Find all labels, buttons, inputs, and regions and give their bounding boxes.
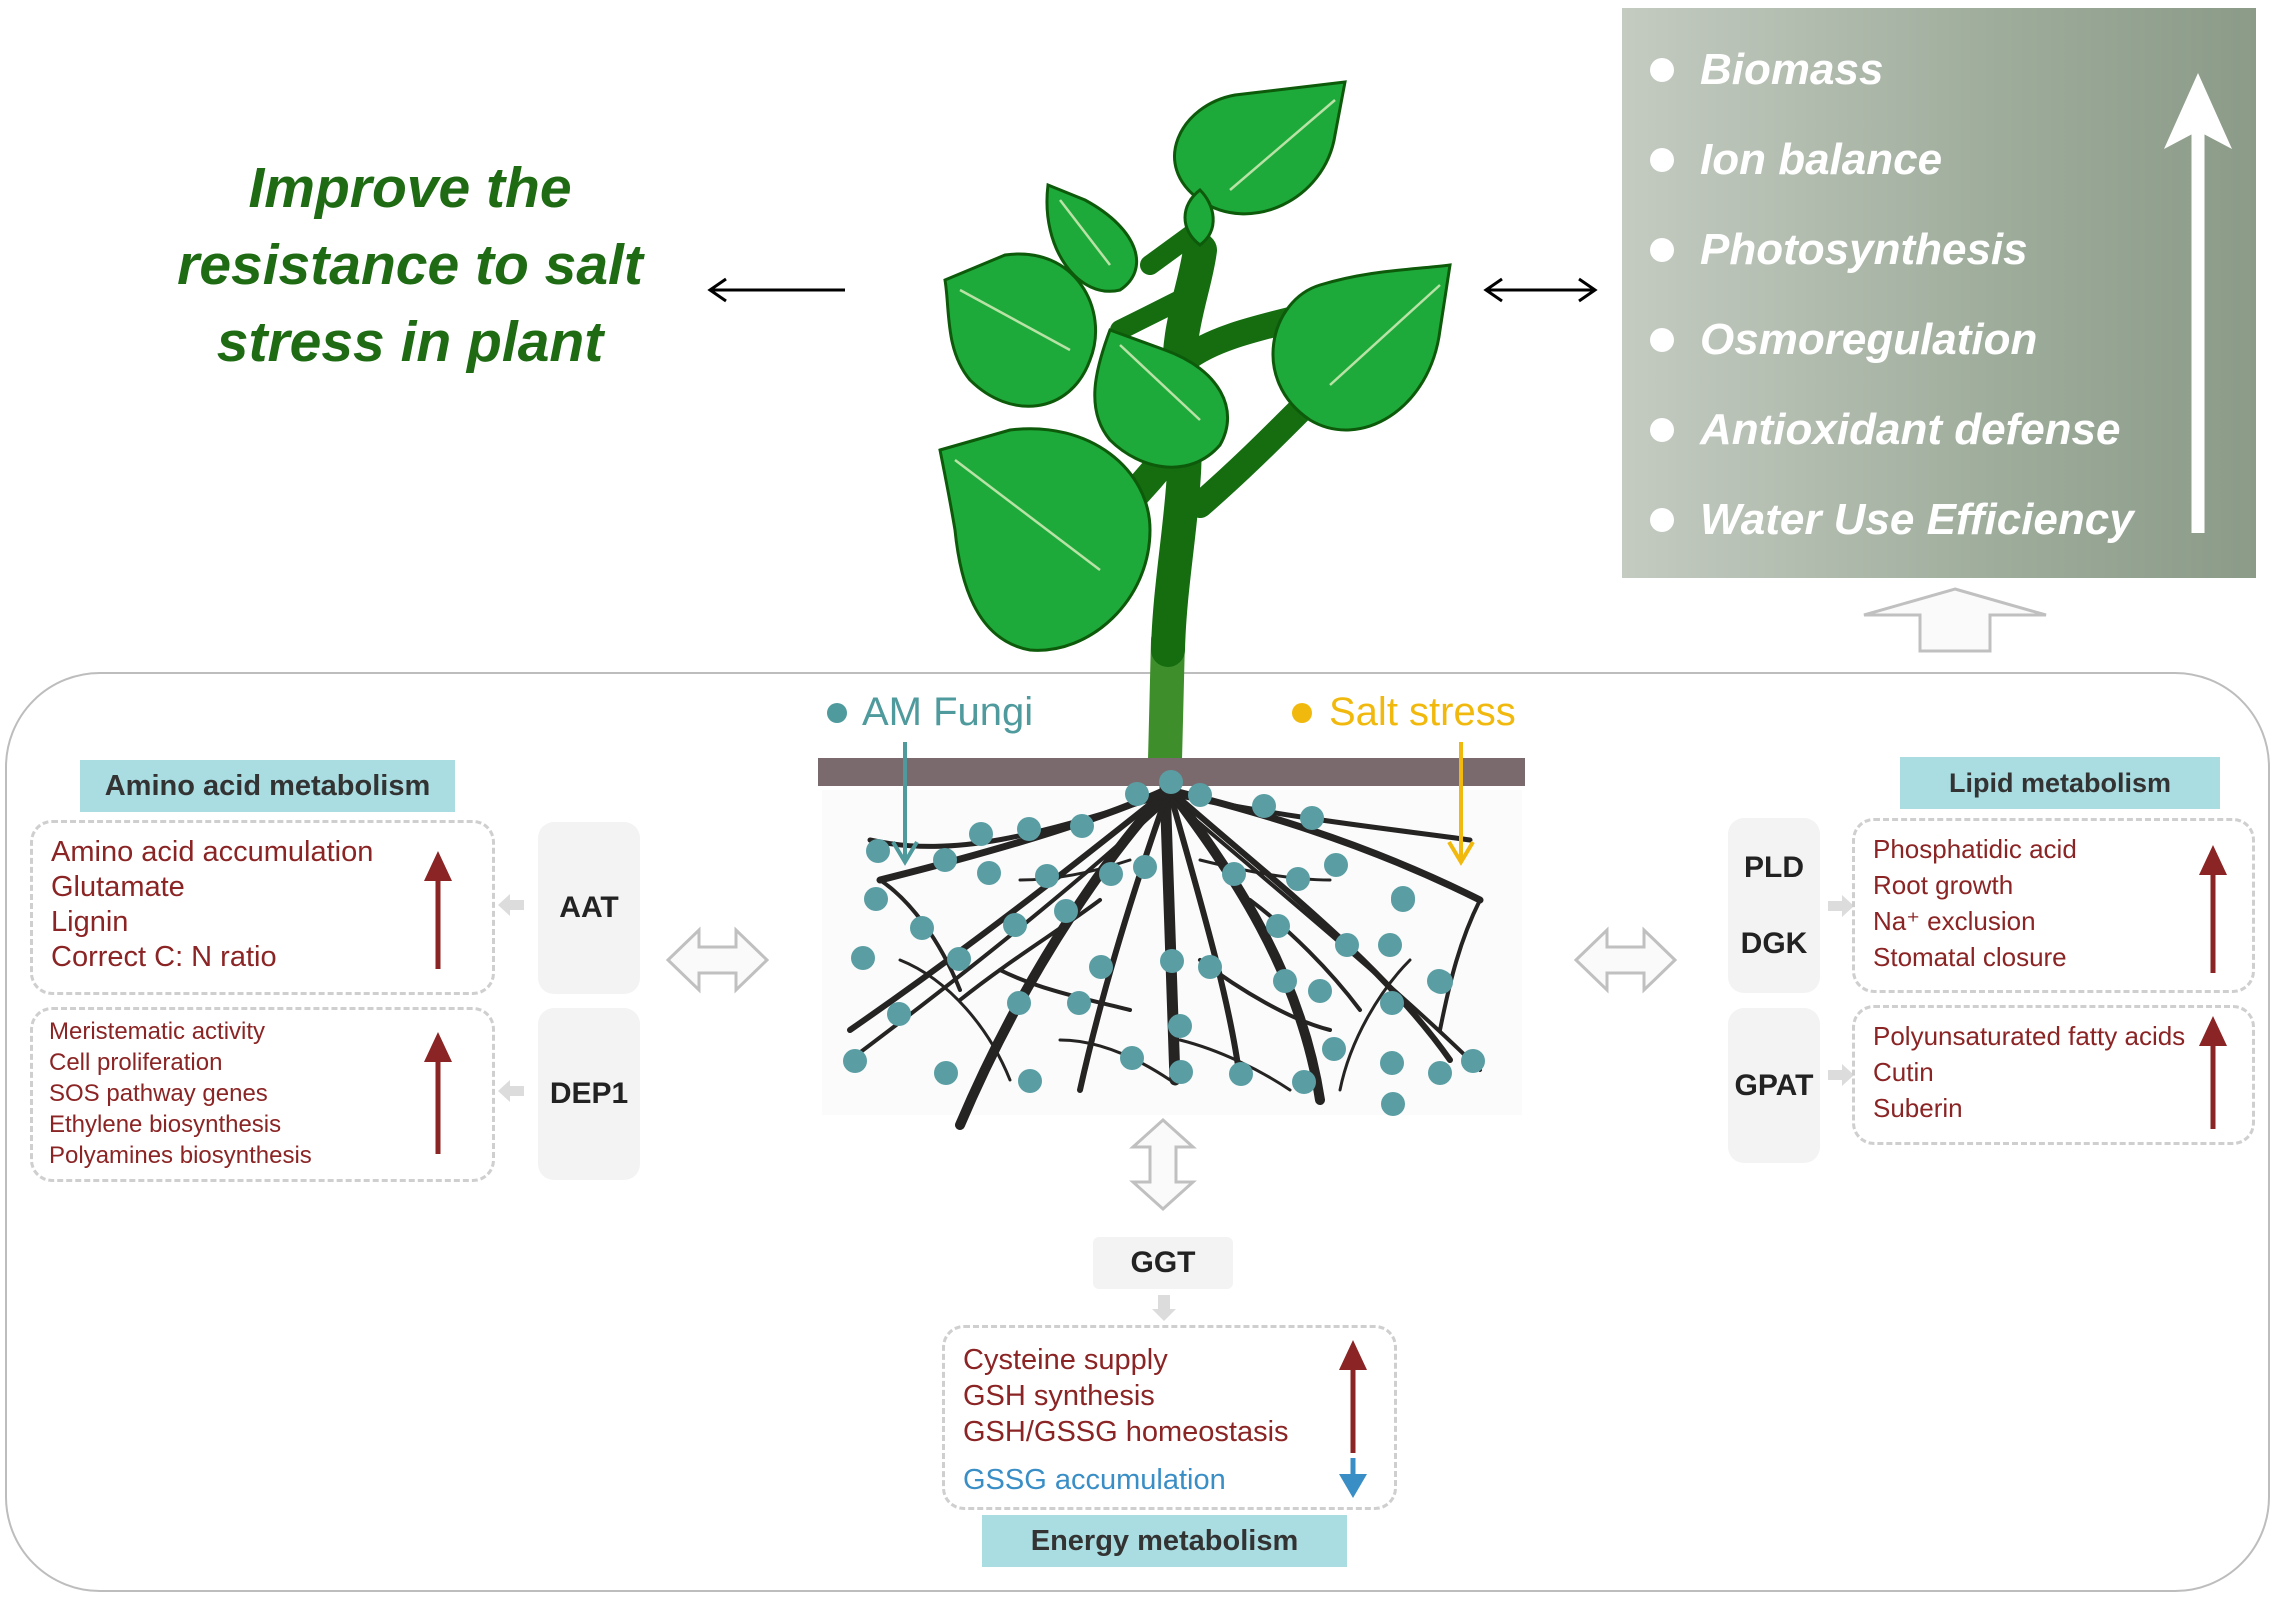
pld-label: PLD [1744, 850, 1804, 884]
aat-effect-item: Amino acid accumulation [51, 836, 374, 868]
title-line-2: resistance to salt [177, 233, 643, 297]
benefit-item: Water Use Efficiency [1650, 490, 2134, 550]
gpat-label: GPAT [1734, 1068, 1814, 1102]
leaf [938, 427, 1152, 652]
hollow-double-arrow-right-icon [1573, 926, 1678, 994]
gssg-accumulation-item: GSSG accumulation [963, 1464, 1226, 1496]
main-title: Improve the resistance to salt stress in… [100, 150, 720, 381]
bullet-icon [1650, 508, 1674, 532]
plant-illustration [938, 80, 1452, 777]
benefit-item: Photosynthesis [1650, 220, 2028, 280]
title-line-3: stress in plant [216, 310, 604, 374]
benefit-item: Osmoregulation [1650, 310, 2037, 370]
am-fungi-label: AM Fungi [862, 690, 1034, 734]
pld-dgk-box: PLD DGK [1728, 818, 1820, 993]
small-right-arrow-icon [1828, 895, 1854, 917]
pld-effect-item: Root growth [1873, 870, 2014, 900]
aat-effect-item: Lignin [51, 906, 129, 938]
dgk-label: DGK [1740, 926, 1808, 960]
lipid-header: Lipid metabolism [1900, 757, 2220, 809]
dep1-effect-item: Cell proliferation [49, 1049, 223, 1076]
increase-arrow-icon [424, 851, 452, 969]
dep1-effect-item: SOS pathway genes [49, 1080, 268, 1107]
bullet-icon [1650, 328, 1674, 352]
energy-metabolism-header: Energy metabolism [982, 1515, 1347, 1567]
benefit-item: Ion balance [1650, 130, 1942, 190]
energy-effect-item: Cysteine supply [963, 1344, 1168, 1376]
metabolism-container [5, 672, 2270, 1592]
hollow-double-arrow-left-icon [665, 926, 770, 994]
small-left-arrow-icon [498, 1080, 524, 1102]
small-down-arrow-icon [1152, 1295, 1176, 1321]
bullet-icon [1650, 148, 1674, 172]
title-line-1: Improve the [248, 156, 572, 220]
increase-arrow-icon [2199, 845, 2227, 973]
gpat-effect-item: Suberin [1873, 1093, 1963, 1123]
benefit-item: Antioxidant defense [1650, 400, 2121, 460]
energy-effects-box: Cysteine supply GSH synthesis GSH/GSSG h… [942, 1325, 1397, 1510]
hollow-double-arrow-vertical-icon [1129, 1117, 1197, 1212]
increase-arrow-icon [2199, 1016, 2227, 1129]
benefit-item: Biomass [1650, 40, 1883, 100]
pld-effect-item: Na⁺ exclusion [1873, 906, 2036, 936]
arrow-to-title-icon [707, 277, 845, 303]
aat-effects-box: Amino acid accumulation Glutamate Lignin… [30, 820, 495, 995]
aat-label: AAT [559, 891, 619, 924]
aat-effect-item: Glutamate [51, 871, 185, 903]
increase-arrow-icon [1339, 1340, 1367, 1453]
leaf [1093, 328, 1230, 469]
fungi-arrow-icon [891, 742, 919, 866]
gpat-effect-item: Polyunsaturated fatty acids [1873, 1021, 2186, 1051]
fungi-dot-icon [827, 703, 847, 723]
leaf [943, 252, 1098, 408]
ggt-label: GGT [1130, 1246, 1196, 1279]
gpat-box: GPAT [1728, 1008, 1820, 1163]
dep1-effect-item: Meristematic activity [49, 1018, 266, 1045]
salt-dot-icon [1292, 703, 1312, 723]
hollow-up-arrow-icon [1863, 587, 2047, 653]
pld-effects-box: Phosphatidic acid Root growth Na⁺ exclus… [1852, 818, 2255, 993]
decrease-arrow-icon [1339, 1458, 1367, 1498]
increase-arrow-icon [2164, 73, 2232, 533]
leaf [1183, 188, 1215, 247]
pld-effect-item: Stomatal closure [1873, 942, 2067, 972]
leaf [1271, 263, 1452, 432]
dep1-label: DEP1 [549, 1077, 629, 1110]
double-arrow-benefits-icon [1483, 277, 1598, 303]
bullet-icon [1650, 238, 1674, 262]
small-left-arrow-icon [498, 894, 524, 916]
increase-arrow-icon [424, 1032, 452, 1154]
bullet-icon [1650, 418, 1674, 442]
ggt-enzyme-box: GGT [1093, 1237, 1233, 1289]
root-system-illustration [818, 758, 1525, 1130]
pld-effect-item: Phosphatidic acid [1873, 834, 2077, 864]
aat-effect-item: Correct C: N ratio [51, 941, 277, 973]
small-right-arrow-icon [1828, 1064, 1854, 1086]
benefits-panel: Biomass Ion balance Photosynthesis Osmor… [1622, 8, 2256, 578]
fungi-spores [843, 770, 1485, 1116]
gpat-effects-box: Polyunsaturated fatty acids Cutin Suberi… [1852, 1005, 2255, 1145]
energy-effect-item: GSH/GSSG homeostasis [963, 1416, 1289, 1448]
dep1-effect-item: Polyamines biosynthesis [49, 1142, 312, 1169]
bullet-icon [1650, 58, 1674, 82]
gpat-effect-item: Cutin [1873, 1057, 1934, 1087]
dep1-effects-box: Meristematic activity Cell proliferation… [30, 1007, 495, 1182]
energy-effect-item: GSH synthesis [963, 1380, 1155, 1412]
aat-enzyme-box: AAT [538, 822, 640, 994]
amino-acid-header: Amino acid metabolism [80, 760, 455, 812]
dep1-gene-box: DEP1 [538, 1008, 640, 1180]
salt-stress-label: Salt stress [1329, 690, 1516, 734]
salt-arrow-icon [1447, 742, 1475, 866]
dep1-effect-item: Ethylene biosynthesis [49, 1111, 282, 1138]
